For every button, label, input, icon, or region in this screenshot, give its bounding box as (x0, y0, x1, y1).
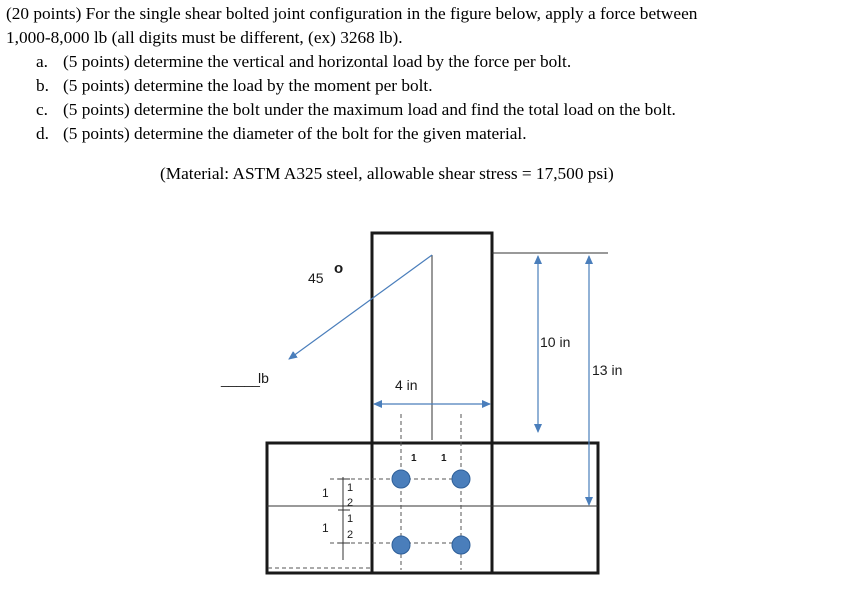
problem-part-b: b. (5 points) determine the load by the m… (6, 74, 842, 98)
angle-degree-symbol: o (334, 260, 343, 277)
angle-value: 45 (308, 270, 324, 286)
problem-intro-line-2: 1,000-8,000 lb (all digits must be diffe… (6, 28, 403, 47)
bolt-bottom-left (391, 535, 411, 555)
bolt-bottom-right (451, 535, 471, 555)
frac-1-denominator: 2 (347, 497, 353, 509)
part-label: c. (36, 100, 48, 119)
frac-2-whole: 1 (322, 521, 329, 535)
frac-1-whole: 1 (322, 486, 329, 500)
bolt-centerlines (268, 414, 462, 570)
spacing-top-left: 1 (411, 453, 417, 464)
problem-part-c: c. (5 points) determine the bolt under th… (6, 98, 842, 122)
problem-parts-list: a. (5 points) determine the vertical and … (6, 50, 842, 146)
force-unit: lb (258, 370, 269, 386)
bolt-top-left (391, 469, 411, 489)
part-text: (5 points) determine the vertical and ho… (63, 52, 572, 71)
dim-4in-label: 4 in (395, 377, 418, 393)
material-note: (Material: ASTM A325 steel, allowable sh… (160, 164, 614, 183)
force-blank: _____ (220, 371, 260, 387)
problem-intro-line-1: (20 points) For the single shear bolted … (6, 4, 698, 23)
problem-part-d: d. (5 points) determine the diameter of t… (6, 122, 842, 146)
spacing-ticks (338, 477, 350, 560)
force-arrow (288, 254, 433, 360)
part-text: (5 points) determine the load by the mom… (63, 76, 433, 95)
part-label: d. (36, 124, 49, 143)
dim-10in-label: 10 in (540, 334, 570, 350)
problem-statement: (20 points) For the single shear bolted … (6, 2, 842, 146)
dim-13in-label: 13 in (592, 362, 622, 378)
spacing-top-right: 1 (441, 453, 447, 464)
part-label: a. (36, 52, 48, 71)
problem-part-a: a. (5 points) determine the vertical and … (6, 50, 842, 74)
frac-1-numerator: 1 (347, 482, 353, 494)
part-text: (5 points) determine the bolt under the … (63, 100, 676, 119)
bottom-plate (265, 441, 600, 575)
bolt-top-right (451, 469, 471, 489)
part-text: (5 points) determine the diameter of the… (63, 124, 527, 143)
frac-2-numerator: 1 (347, 513, 353, 525)
part-label: b. (36, 76, 49, 95)
frac-2-denominator: 2 (347, 529, 353, 541)
